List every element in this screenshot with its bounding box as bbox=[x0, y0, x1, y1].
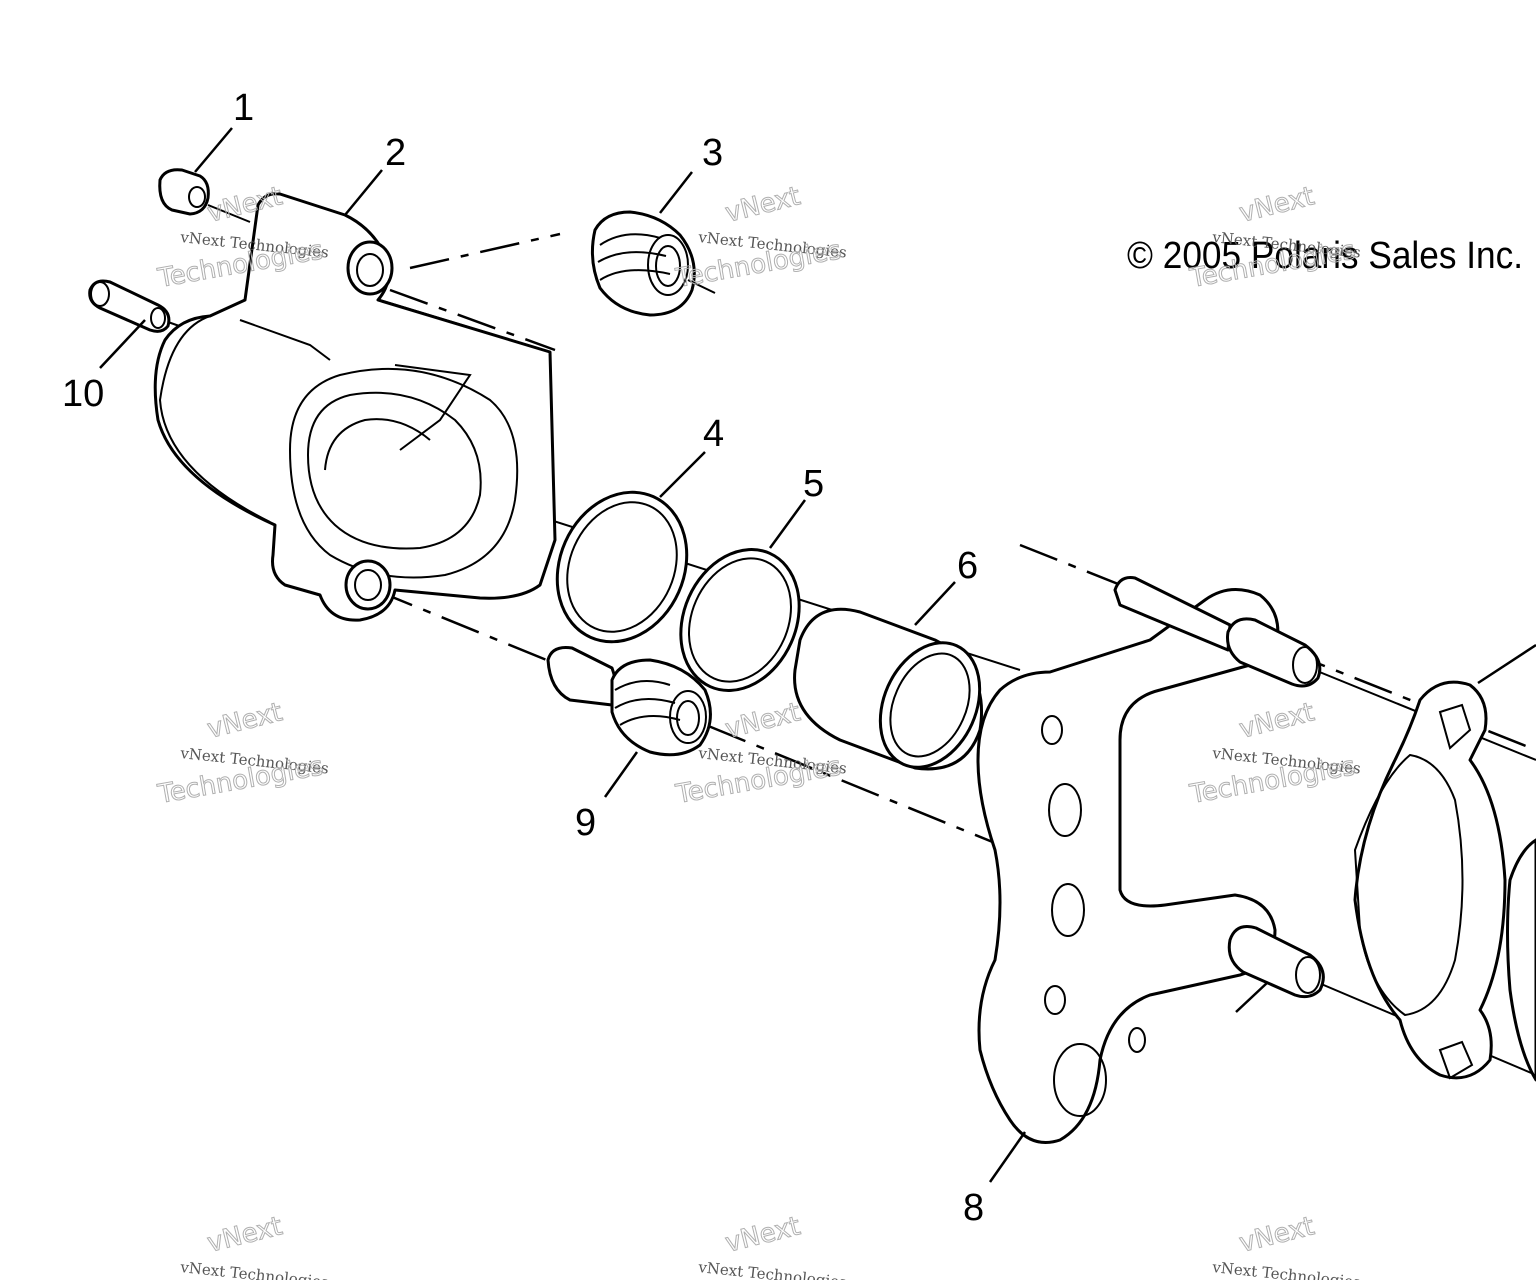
part-dust-seal bbox=[679, 548, 801, 692]
watermark-text: vNext Technologies bbox=[179, 1258, 330, 1280]
callout-6: 6 bbox=[957, 545, 978, 587]
watermark-vnext: vNext bbox=[1236, 1211, 1317, 1258]
watermark-vnext: vNext bbox=[1236, 697, 1317, 744]
callout-5: 5 bbox=[803, 463, 824, 505]
part-cap bbox=[158, 168, 251, 223]
watermark: vNext vNext Technologies bbox=[697, 1211, 848, 1280]
watermark-vnext: vNext bbox=[1236, 181, 1317, 228]
callout-3: 3 bbox=[702, 132, 723, 174]
part-piston-seal bbox=[555, 490, 689, 644]
watermark-vnext: vNext bbox=[722, 181, 803, 228]
part-boot-lower bbox=[546, 646, 712, 757]
part-caliper-housing bbox=[153, 192, 557, 622]
watermark: vNext vNext Technologies Technologies bbox=[673, 697, 848, 811]
watermark-vnext: vNext bbox=[722, 697, 803, 744]
copyright-notice: © 2005 Polaris Sales Inc. bbox=[1127, 235, 1523, 277]
watermark-vnext: vNext bbox=[204, 697, 285, 744]
watermark: vNext vNext Technologies bbox=[179, 1211, 330, 1280]
watermark-text: vNext Technologies bbox=[697, 1258, 848, 1280]
callout-1: 1 bbox=[233, 87, 254, 129]
part-bracket bbox=[976, 576, 1325, 1144]
callout-labels: 1 2 3 4 5 6 8 9 10 bbox=[62, 87, 984, 1229]
watermark: vNext vNext Technologies Technologies bbox=[155, 697, 330, 811]
watermark-text: vNext Technologies bbox=[1211, 1258, 1362, 1280]
watermark-vnext: vNext bbox=[722, 1211, 803, 1258]
watermark: vNext vNext Technologies bbox=[1211, 1211, 1362, 1280]
callout-10: 10 bbox=[62, 373, 104, 415]
watermark-vnext: vNext bbox=[204, 1211, 285, 1258]
watermark: vNext vNext Technologies Technologies bbox=[1187, 697, 1362, 811]
callout-8: 8 bbox=[963, 1187, 984, 1229]
part-brake-pads bbox=[1353, 680, 1536, 1082]
watermark: vNext vNext Technologies Technologies bbox=[1187, 181, 1362, 295]
part-piston bbox=[793, 607, 983, 771]
callout-2: 2 bbox=[385, 132, 406, 174]
callout-leader-lines bbox=[99, 127, 1536, 1183]
part-boot-upper bbox=[590, 210, 716, 317]
watermark: vNext vNext Technologies Technologies bbox=[673, 181, 848, 295]
callout-9: 9 bbox=[575, 802, 596, 844]
callout-4: 4 bbox=[703, 413, 724, 455]
